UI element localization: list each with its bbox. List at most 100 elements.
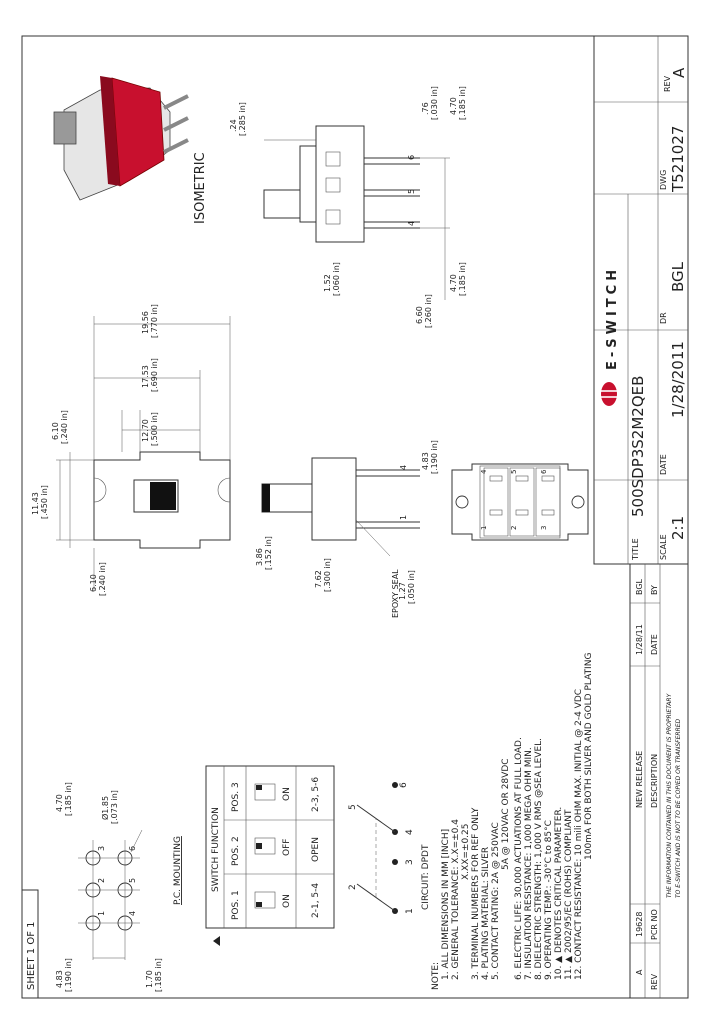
pc-dim-d1: 4.83 (55, 970, 64, 988)
rev-header-date: DATE (650, 634, 659, 655)
bottom-pin-5: 5 (510, 470, 518, 474)
end-view-actuator (263, 189, 301, 219)
end-dim-b: .76 (421, 102, 430, 115)
pos3-header: POS. 3 (231, 782, 241, 812)
rev-header-rev: REV (650, 973, 659, 990)
end-pin-4: 4 (407, 221, 416, 226)
pos2-connection: OPEN (311, 837, 321, 862)
pc-pin-2: 2 (97, 878, 106, 883)
rev-header-pcr: PCR NO (650, 909, 659, 940)
switch-function-title: SWITCH FUNCTION (211, 807, 221, 892)
revision-block: REV PCR NO DESCRIPTION DATE BY A 19628 N… (629, 563, 689, 999)
circuit-terminal-4: 4 (405, 829, 415, 835)
note-8: 8. DIELECTRIC STRENGTH: 1,000 V RMS @SEA… (534, 738, 544, 980)
rev-row-by: BGL (635, 578, 644, 595)
pos3-connection: 2-3, 5-6 (311, 777, 321, 812)
switch-function-table: SWITCH FUNCTION POS. 1 POS. 2 POS. 3 ON … (205, 765, 335, 946)
note-3: 3. TERMINAL NUMBERS FOR REF ONLY (471, 807, 481, 980)
rev-header-by: BY (650, 585, 659, 595)
side-pin-4: 4 (399, 465, 408, 470)
note-4: 4. PLATING MATERIAL: SILVER (481, 847, 491, 980)
end-dim-e: 6.60 (415, 306, 424, 324)
circuit-label: CIRCUIT: DPDT (421, 844, 431, 910)
date-value: 1/28/2011 (669, 341, 687, 418)
side-view: 4 1 EPOXY SEAL 3.86 [.152 in] 7.62 [.300… (255, 440, 439, 618)
bottom-pin-1: 1 (480, 526, 488, 530)
sheet-label: SHEET 1 OF 1 (26, 922, 37, 991)
end-dim-a: .24 (229, 119, 238, 132)
brand-wordmark: E-SWITCH (605, 266, 620, 370)
circuit-terminal-5: 5 (348, 804, 358, 810)
pos1-icon (254, 891, 276, 909)
disclaimer-line-1: THE INFORMATION CONTAINED IN THIS DOCUME… (666, 692, 673, 898)
pc-pin-4: 4 (128, 911, 137, 916)
pos3-state: ON (282, 787, 292, 801)
notes: NOTE: 1. ALL DIMENSIONS IN MM [INCH] 2. … (431, 653, 594, 990)
pc-mounting: P.C. MOUNTING 1 2 3 4 5 6 4.83 [.190 in]… (55, 782, 183, 992)
slider-window (133, 479, 179, 513)
end-dim-f: 4.70 (449, 274, 458, 292)
note-2: 2. GENERAL TOLERANCE: X.X=±0.4 (451, 819, 461, 980)
side-dim-d-in: [.190 in] (430, 440, 439, 474)
notes-header: NOTE: (431, 962, 441, 990)
note-11: 11. ▲ 2002/95/EC (ROHS) COMPLIANT (564, 809, 574, 980)
bottom-view-body (451, 463, 589, 541)
disclaimer-line-2: TO E-SWITCH AND IS NOT TO BE COPIED OR T… (675, 718, 682, 898)
dwg-value: T521027 (669, 126, 687, 193)
critical-triangle-icon (213, 936, 220, 946)
front-dim-d-in: [.500 in] (150, 412, 159, 446)
side-dim-a-in: [.152 in] (264, 536, 273, 570)
rev-row-pcr: 19628 (635, 912, 644, 937)
end-pin-5: 5 (407, 189, 416, 194)
side-dim-b: 7.62 (314, 570, 323, 588)
end-dim-f-in: [.185 in] (458, 262, 467, 296)
rev-label: REV (663, 75, 672, 92)
side-dim-c-in: [.050 in] (407, 570, 416, 604)
pc-pin-5: 5 (128, 878, 137, 883)
pc-pin-1: 1 (97, 911, 106, 916)
note-12b: 100mA FOR BOTH SILVER AND GOLD PLATING (584, 653, 594, 860)
scale-label: SCALE (659, 534, 668, 560)
title-label: TITLE (631, 538, 640, 561)
bottom-pin-2: 2 (510, 526, 518, 530)
side-dim-c: 1.27 (398, 582, 407, 600)
pos2-icon (254, 837, 276, 855)
dpdt-circuit: CIRCUIT: DPDT 1 2 3 4 5 6 (348, 782, 431, 914)
pc-dim-d2: 4.70 (55, 794, 64, 812)
front-dim-f-in: [.770 in] (150, 304, 159, 338)
note-1: 1. ALL DIMENSIONS IN MM [INCH] (441, 829, 451, 980)
end-dim-c-in: [.185 in] (458, 86, 467, 120)
title-value: 500SDP3S2M2QEB (629, 376, 647, 517)
front-dim-f: 19.56 (141, 311, 150, 334)
front-dim-e-in: [.690 in] (150, 358, 159, 392)
isometric-view: ISOMETRIC (53, 76, 208, 224)
side-dim-d: 4.83 (421, 452, 430, 470)
rev-header-desc: DESCRIPTION (650, 754, 659, 808)
end-dim-c: 4.70 (449, 97, 458, 115)
note-10: 10. ▲ DENOTES CRITICAL PARAMETER. (554, 807, 564, 980)
note-9: 9. OPERATING TEMP.: -30°C to 85°C (544, 820, 554, 980)
end-dim-b-in: [.030 in] (430, 86, 439, 120)
date-label: DATE (659, 454, 668, 475)
side-pin-1: 1 (399, 515, 408, 520)
end-dim-a-in: [.285 in] (238, 102, 247, 136)
pos1-connection: 2-1, 5-4 (311, 883, 321, 918)
front-dim-c-in: [.240 in] (98, 562, 107, 596)
pc-pin-3: 3 (97, 846, 106, 851)
front-dim-c: 6.10 (89, 574, 98, 592)
sheet-box: SHEET 1 OF 1 (21, 889, 39, 999)
pc-dim-d3-in: [.185 in] (154, 958, 163, 992)
title-block: TITLE 500SDP3S2M2QEB SCALE 2:1 DATE 1/28… (593, 35, 689, 565)
isometric-label: ISOMETRIC (193, 152, 208, 224)
pc-hole-dim: Ø1.85 (100, 796, 110, 820)
end-dim-d: 1.52 (323, 274, 332, 292)
e-switch-logo: E-SWITCH (601, 266, 620, 406)
pos2-header: POS. 2 (231, 836, 241, 866)
scale-value: 2:1 (669, 516, 687, 540)
side-dim-b-in: [.300 in] (323, 558, 332, 592)
rev-row-rev: A (635, 969, 644, 975)
pc-dim-d2-in: [.185 in] (64, 782, 73, 816)
bottom-pin-4: 4 (480, 469, 488, 474)
side-dim-a: 3.86 (255, 548, 264, 566)
